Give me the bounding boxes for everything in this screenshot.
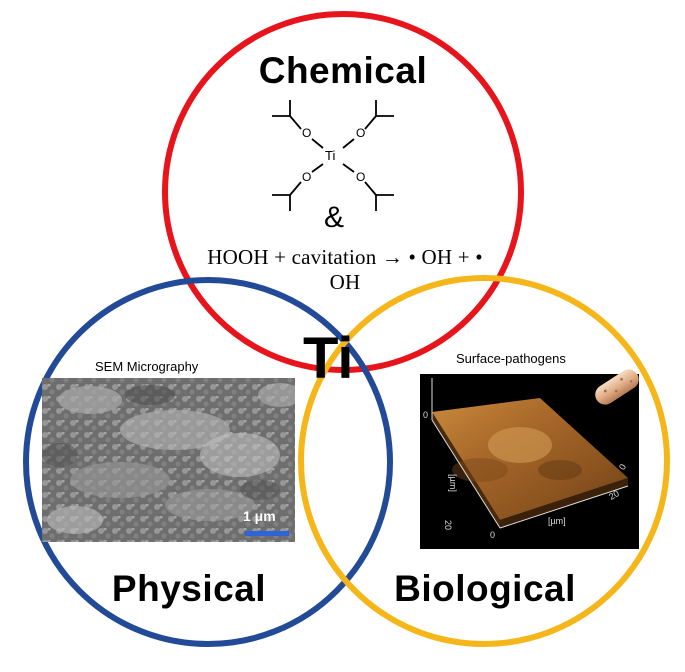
- afm-z-tick: 0: [423, 410, 429, 420]
- afm-x-axis-unit: [µm]: [548, 516, 566, 526]
- sem-micrograph-image: [42, 378, 295, 542]
- oxygen-atom-label: O: [302, 126, 312, 140]
- sem-scale-bar: [245, 531, 289, 536]
- oxygen-atom-label: O: [356, 170, 366, 184]
- oxygen-atom-label: O: [356, 126, 366, 140]
- titanium-isopropoxide-structure: [272, 100, 394, 211]
- chemical-label: Chemical: [258, 50, 428, 91]
- titanium-atom-label: Ti: [325, 148, 336, 163]
- sem-caption: SEM Micrography: [95, 359, 199, 374]
- sem-scale-label: 1 μm: [243, 508, 276, 524]
- hydroxyl-radical-equation: HOOH + cavitation → • OH + • OH: [207, 245, 483, 294]
- afm-caption: Surface-pathogens: [456, 351, 566, 366]
- bacterium-capsule: [595, 369, 639, 405]
- physical-label: Physical: [111, 568, 267, 609]
- afm-y-axis-unit: [µm]: [447, 474, 458, 492]
- chemical-circle: [162, 11, 524, 373]
- ti-center-label: Ti: [303, 326, 354, 391]
- biological-label: Biological: [394, 568, 576, 609]
- afm-y-tick: 0: [490, 530, 496, 540]
- biological-circle: [298, 275, 670, 647]
- afm-y-tick: 20: [443, 519, 454, 531]
- oxygen-atom-label: O: [302, 170, 312, 184]
- physical-circle: [23, 277, 393, 647]
- ampersand: &: [324, 201, 345, 234]
